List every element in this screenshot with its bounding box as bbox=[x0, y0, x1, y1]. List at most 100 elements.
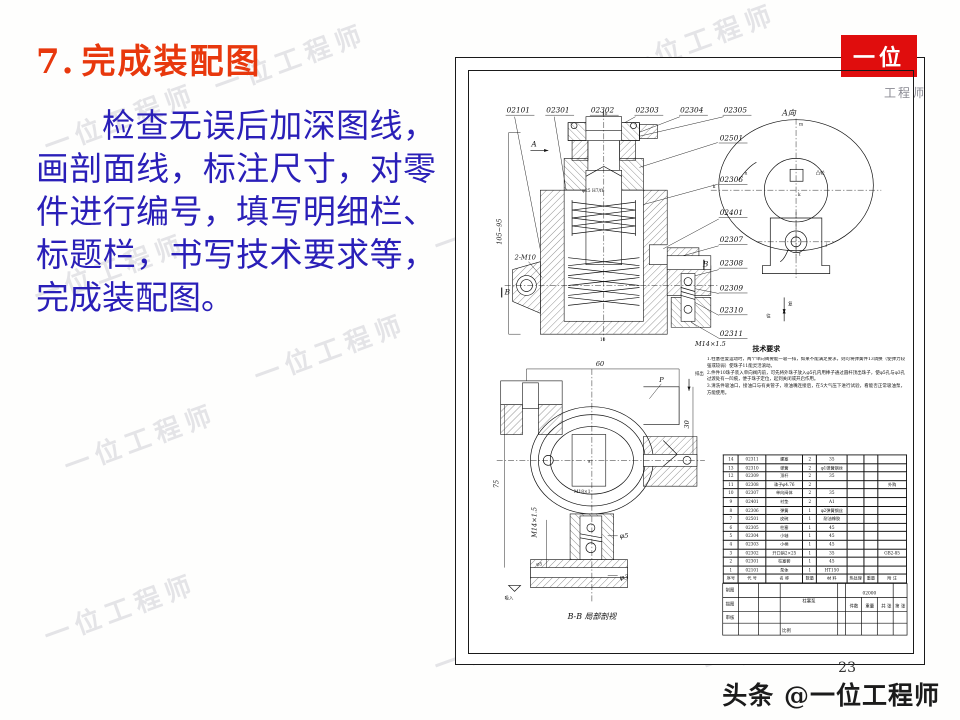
table-cell: 02307 bbox=[737, 488, 767, 499]
table-cell bbox=[846, 462, 865, 473]
table-cell bbox=[846, 539, 865, 550]
svg-text:10: 10 bbox=[600, 338, 606, 343]
table-cell: 1 bbox=[802, 514, 818, 524]
table-cell: 02303 bbox=[737, 539, 767, 550]
svg-text:02306: 02306 bbox=[720, 175, 744, 184]
table-cell: 2 bbox=[802, 479, 818, 490]
table-cell: 02309 bbox=[737, 471, 767, 481]
svg-text:02501: 02501 bbox=[720, 134, 743, 143]
table-cell: 45 bbox=[816, 556, 848, 567]
body-paragraph: 检查无误后加深图线，画剖面线，标注尺寸，对零件进行编号，填写明细栏、标题栏，书写… bbox=[36, 106, 436, 317]
table-cell: 35 bbox=[816, 488, 848, 499]
bb-caption: B-B 局部剖视 bbox=[567, 612, 618, 621]
label-wang: 往 bbox=[766, 312, 771, 319]
table-cell bbox=[877, 556, 908, 567]
svg-text:j: j bbox=[825, 243, 827, 248]
bb-section-view: 60 75 30 bbox=[493, 360, 705, 621]
table-cell bbox=[863, 548, 879, 558]
svg-text:k: k bbox=[713, 185, 716, 190]
table-cell bbox=[863, 531, 879, 541]
svg-text:02302: 02302 bbox=[591, 106, 615, 115]
table-cell: 02306 bbox=[737, 505, 767, 516]
table-cell: 5 bbox=[722, 531, 739, 541]
table-cell bbox=[846, 531, 865, 541]
th: 代 号 bbox=[737, 573, 767, 584]
table-cell bbox=[863, 514, 879, 524]
tb-cell: 第 张 bbox=[895, 602, 906, 609]
svg-text:02310: 02310 bbox=[720, 305, 744, 314]
leader-02401: 02401 bbox=[663, 208, 748, 249]
th: 附 注 bbox=[877, 573, 908, 584]
table-cell: φ1弹簧钢丝 bbox=[816, 462, 848, 473]
table-cell bbox=[846, 497, 865, 507]
table-cell bbox=[863, 488, 879, 499]
svg-text:02101: 02101 bbox=[507, 106, 530, 115]
table-cell: 1 bbox=[802, 556, 818, 567]
table-cell: HT150 bbox=[816, 565, 848, 575]
table-cell bbox=[846, 505, 865, 516]
table-cell: 12 bbox=[722, 471, 739, 481]
table-cell: 10 bbox=[722, 488, 739, 499]
table-cell: 顶杆 bbox=[765, 471, 804, 481]
table-cell: 8 bbox=[722, 505, 739, 516]
label-suction: 吸入 bbox=[505, 595, 514, 601]
table-cell bbox=[863, 462, 879, 473]
table-cell: 小轴 bbox=[765, 531, 804, 541]
table-cell: 3 bbox=[722, 548, 739, 558]
tech-item: 1.柱塞往复运动时，两个单向阀要能一吸一排，如果不能满足要求，则可将弹簧件13调… bbox=[706, 357, 906, 369]
table-cell: 外购 bbox=[877, 479, 908, 490]
table-cell bbox=[863, 522, 879, 533]
table-cell: 弹簧 bbox=[765, 462, 804, 473]
tb-cell: 重量 bbox=[865, 602, 874, 609]
dim-60: 60 bbox=[596, 360, 604, 368]
table-cell: 02304 bbox=[737, 531, 767, 541]
heading-number: 7. bbox=[36, 42, 76, 82]
table-cell: 2 bbox=[802, 488, 818, 499]
table-cell: 1 bbox=[802, 531, 818, 541]
table-cell bbox=[877, 454, 908, 464]
table-cell: 柱塞 bbox=[765, 522, 804, 533]
tb-cell: 审核 bbox=[726, 614, 735, 621]
table-cell: 02501 bbox=[737, 514, 767, 524]
table-cell: 14 bbox=[722, 454, 739, 464]
thread-note: M14×1.5 bbox=[694, 340, 726, 348]
table-cell: 小柄 bbox=[765, 539, 804, 550]
table-cell: 珠子φ4.76 bbox=[765, 479, 804, 490]
dim-height: 105~95 bbox=[496, 219, 504, 245]
dim-phi3: φ3 bbox=[620, 573, 629, 581]
table-cell: 02305 bbox=[737, 522, 767, 533]
table-cell: 35 bbox=[816, 471, 848, 481]
brand-badge: 一位 bbox=[842, 36, 916, 76]
th: 热处理 bbox=[846, 573, 865, 584]
tech-item: 3.清洗件吸油口，接油口与有关管子，喷油嘴连接后，在5大气压下进行试验，看能否正… bbox=[706, 383, 906, 396]
table-cell bbox=[846, 454, 865, 464]
table-cell: φ2弹簧钢丝 bbox=[816, 505, 848, 516]
fit-note: φ25 H7/f6 bbox=[582, 189, 605, 194]
table-cell bbox=[877, 497, 908, 507]
table-cell bbox=[877, 522, 908, 533]
table-cell bbox=[846, 471, 865, 481]
table-cell: 1 bbox=[722, 565, 739, 575]
table-cell bbox=[863, 556, 879, 567]
table-cell bbox=[877, 514, 908, 524]
footer-brand: 头条 @一位工程师 bbox=[722, 681, 940, 710]
leader-02101: 02101 bbox=[505, 106, 541, 250]
drawing-canvas: 02101 02301 02302 02303 02304 02305 bbox=[493, 106, 908, 636]
table-cell: 泵体 bbox=[765, 565, 804, 575]
table-cell bbox=[863, 565, 879, 575]
svg-text:02305: 02305 bbox=[724, 106, 748, 115]
table-header-row: 序号 代 号 名 称 数量 材 料 热处理 重量 附 注 bbox=[722, 573, 908, 584]
svg-text:02309: 02309 bbox=[720, 283, 744, 292]
table-cell: 45 bbox=[816, 531, 848, 541]
th: 序号 bbox=[722, 573, 739, 584]
svg-text:02301: 02301 bbox=[546, 106, 569, 115]
tb-cell: 描图 bbox=[726, 600, 735, 607]
table-cell: 皮碗 bbox=[765, 514, 804, 524]
svg-text:02311: 02311 bbox=[720, 329, 743, 338]
